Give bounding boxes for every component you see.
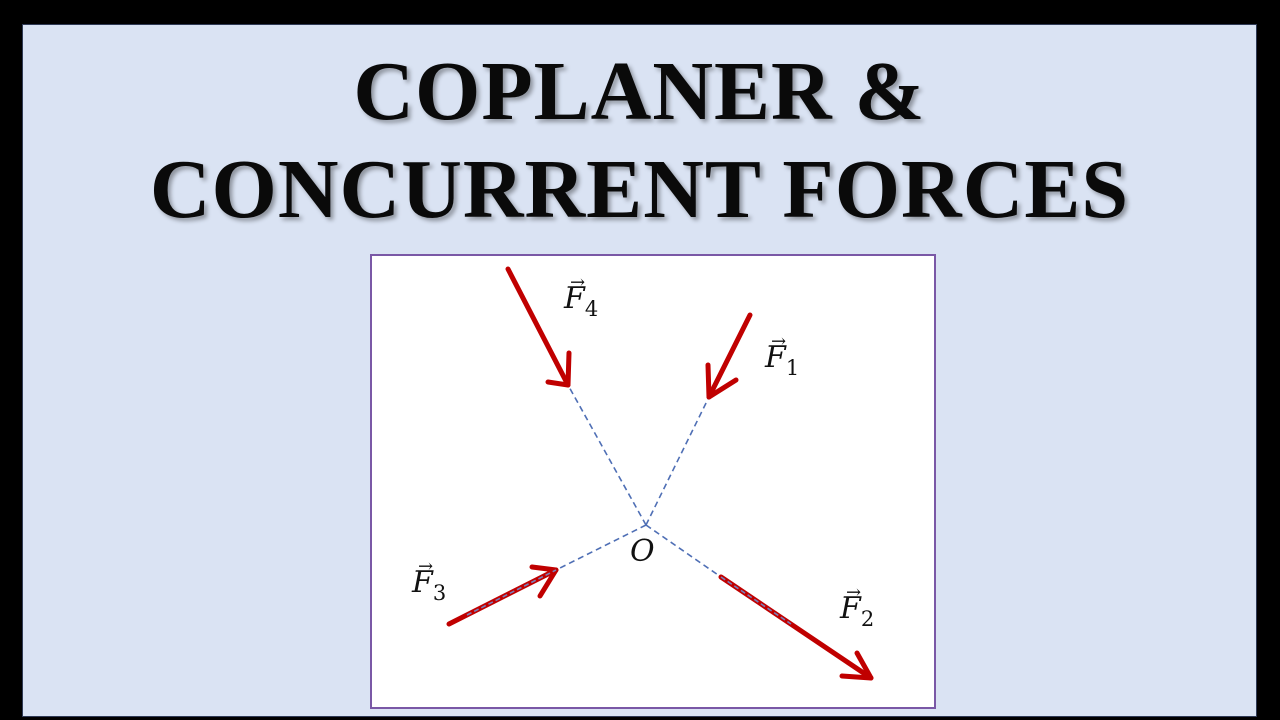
lines-of-action	[555, 384, 722, 578]
label-f1: F1	[765, 327, 800, 383]
title-line-1: COPLANER &	[353, 45, 926, 138]
subscript-f1: 1	[785, 356, 800, 380]
line-of-action-f3	[555, 524, 647, 571]
line-of-action-f1	[645, 396, 710, 526]
slide-title: COPLANER & CONCURRENT FORCES	[23, 43, 1256, 239]
vector-symbol-f2: F	[840, 578, 861, 624]
vector-symbol-f1: F	[765, 327, 786, 373]
label-f2: F2	[840, 578, 875, 634]
vector-symbol-f3: F	[412, 552, 433, 598]
subscript-f4: 4	[584, 297, 599, 321]
line-of-action-f2	[645, 524, 722, 578]
slide: COPLANER & CONCURRENT FORCES	[22, 24, 1257, 717]
subscript-f2: 2	[860, 607, 875, 631]
arrow-f2	[718, 574, 874, 681]
arrow-f3	[446, 564, 559, 627]
subscript-f3: 3	[432, 581, 447, 605]
line-of-action-f4	[567, 384, 647, 526]
title-line-2: CONCURRENT FORCES	[149, 143, 1130, 236]
overlay-dashes	[466, 569, 792, 625]
force-diagram-svg	[446, 266, 874, 681]
arrow-f1	[705, 312, 753, 400]
label-f3: F3	[412, 552, 447, 608]
vector-symbol-f4: F	[564, 268, 585, 314]
force-arrows	[446, 266, 874, 681]
origin-label: O	[630, 534, 655, 569]
force-diagram: O F4 F1 F3 F2	[370, 254, 936, 709]
label-f4: F4	[564, 268, 599, 324]
arrow-f4	[505, 266, 572, 388]
